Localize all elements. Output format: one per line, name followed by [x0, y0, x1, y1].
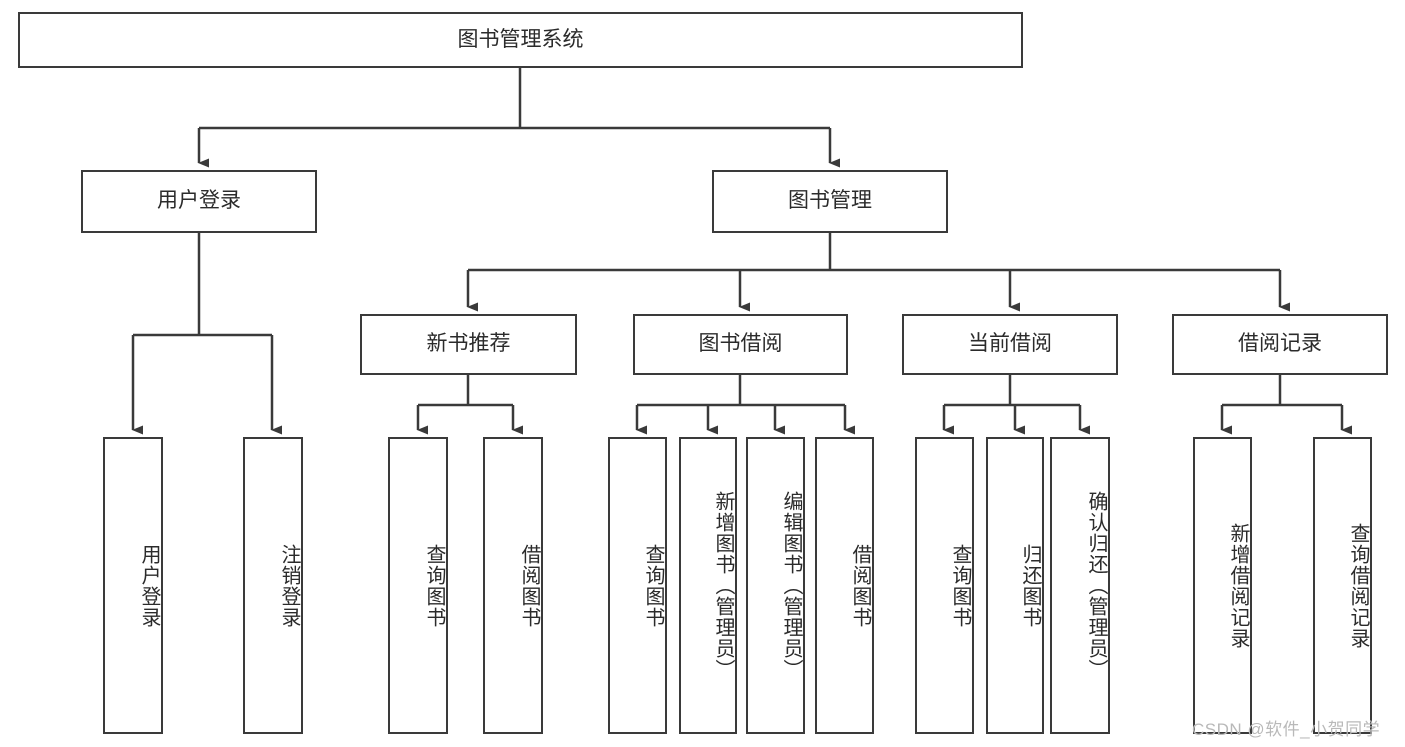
- node-root-system[interactable]: 图书管理系统: [18, 12, 1023, 68]
- node-leaf-query-book-rec-label: 查询图书: [423, 543, 445, 628]
- node-leaf-add-book-admin-label: 新增图书（管理员）: [712, 491, 734, 680]
- node-user-login-label: 用户登录: [157, 189, 241, 213]
- node-leaf-borrow-book-rec[interactable]: 借阅图书: [483, 437, 543, 734]
- node-leaf-confirm-return-admin[interactable]: 确认归还（管理员）: [1050, 437, 1110, 734]
- node-leaf-user-login-label: 用户登录: [138, 543, 160, 628]
- node-leaf-query-book-cur-label: 查询图书: [949, 543, 971, 628]
- csdn-watermark: CSDN @软件_小贺同学: [1192, 720, 1381, 739]
- node-book-borrow-label: 图书借阅: [698, 332, 783, 356]
- node-leaf-query-book-borrow[interactable]: 查询图书: [608, 437, 667, 734]
- node-new-book-recommend-label: 新书推荐: [426, 332, 511, 356]
- node-leaf-edit-book-admin[interactable]: 编辑图书（管理员）: [746, 437, 805, 734]
- node-new-book-recommend[interactable]: 新书推荐: [360, 314, 577, 375]
- node-leaf-add-borrow-record[interactable]: 新增借阅记录: [1193, 437, 1252, 734]
- node-leaf-query-book-borrow-label: 查询图书: [642, 543, 664, 628]
- node-root-label: 图书管理系统: [457, 27, 584, 51]
- node-leaf-return-book-label: 归还图书: [1019, 543, 1041, 628]
- node-leaf-borrow-book[interactable]: 借阅图书: [815, 437, 874, 734]
- node-current-borrow[interactable]: 当前借阅: [902, 314, 1118, 375]
- node-book-manage[interactable]: 图书管理: [712, 170, 948, 233]
- node-leaf-query-book-rec[interactable]: 查询图书: [388, 437, 448, 734]
- node-leaf-return-book[interactable]: 归还图书: [986, 437, 1044, 734]
- node-leaf-confirm-return-admin-label: 确认归还（管理员）: [1085, 491, 1107, 680]
- node-borrow-record[interactable]: 借阅记录: [1172, 314, 1388, 375]
- node-leaf-edit-book-admin-label: 编辑图书（管理员）: [780, 491, 802, 680]
- node-book-manage-label: 图书管理: [788, 189, 872, 213]
- node-borrow-record-label: 借阅记录: [1238, 332, 1322, 356]
- node-leaf-user-login[interactable]: 用户登录: [103, 437, 163, 734]
- node-current-borrow-label: 当前借阅: [968, 332, 1052, 356]
- node-leaf-query-book-cur[interactable]: 查询图书: [915, 437, 974, 734]
- node-leaf-borrow-book-label: 借阅图书: [849, 543, 871, 628]
- node-leaf-logout[interactable]: 注销登录: [243, 437, 303, 734]
- node-leaf-add-book-admin[interactable]: 新增图书（管理员）: [679, 437, 737, 734]
- node-book-borrow[interactable]: 图书借阅: [633, 314, 848, 375]
- node-user-login[interactable]: 用户登录: [81, 170, 317, 233]
- node-leaf-add-borrow-record-label: 新增借阅记录: [1227, 522, 1249, 649]
- node-leaf-query-borrow-record[interactable]: 查询借阅记录: [1313, 437, 1372, 734]
- node-leaf-logout-label: 注销登录: [278, 543, 300, 628]
- node-leaf-query-borrow-record-label: 查询借阅记录: [1347, 522, 1369, 649]
- node-leaf-borrow-book-rec-label: 借阅图书: [518, 543, 540, 628]
